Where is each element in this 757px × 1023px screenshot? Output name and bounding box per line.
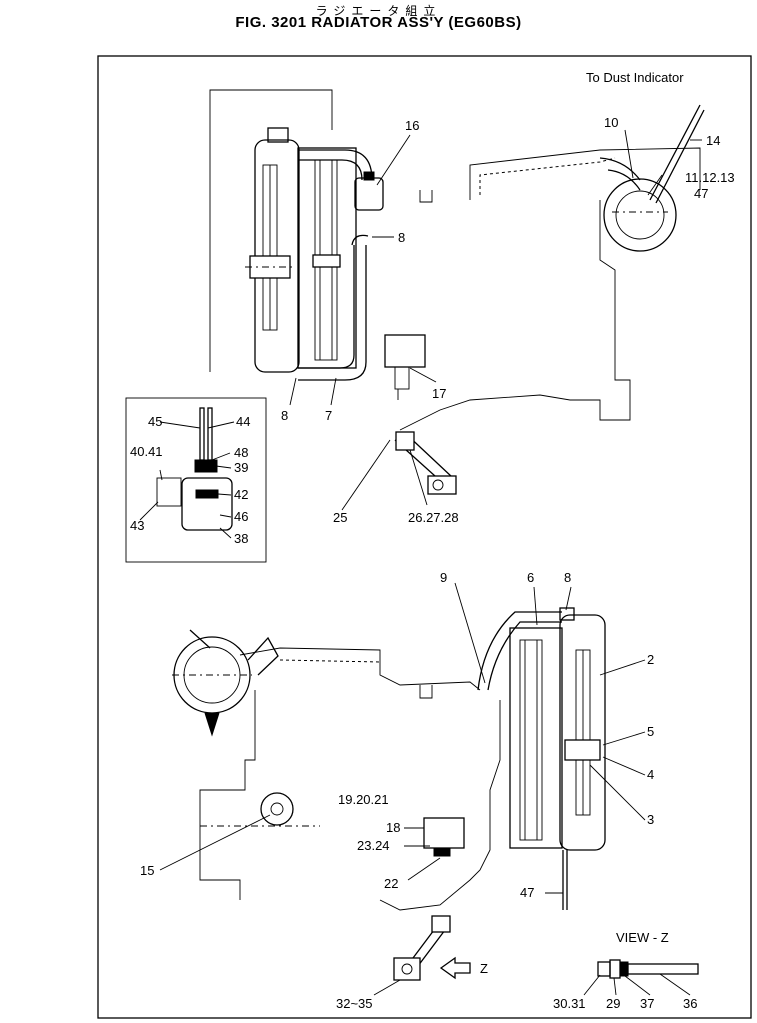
callout-11-12-13: 11.12.13 — [685, 170, 735, 185]
callout-39: 39 — [234, 460, 248, 475]
callout-30-31: 30.31 — [553, 996, 586, 1011]
callout-2: 2 — [647, 652, 654, 667]
callout-9: 9 — [440, 570, 447, 585]
filter-15 — [260, 792, 294, 826]
callout-40-41: 40.41 — [130, 444, 163, 459]
upper-hose — [298, 149, 373, 181]
callout-44: 44 — [236, 414, 250, 429]
callout-37: 37 — [640, 996, 654, 1011]
callout-10: 10 — [604, 115, 618, 130]
radiator-cap — [267, 127, 289, 143]
callout-23-24: 23.24 — [357, 838, 390, 853]
callouts: To Dust Indicator 16 8 8 7 17 25 26.27.2… — [130, 70, 735, 1011]
dust-indicator-tube-14 — [649, 104, 701, 201]
bracket-17 — [384, 334, 426, 368]
callout-36: 36 — [683, 996, 697, 1011]
callout-46: 46 — [234, 509, 248, 524]
callout-8-upper: 8 — [398, 230, 405, 245]
callout-8-lower: 8 — [281, 408, 288, 423]
callout-5: 5 — [647, 724, 654, 739]
callout-19-20-21: 19.20.21 — [338, 792, 389, 807]
callout-17: 17 — [432, 386, 446, 401]
inset-reservoir-detail — [125, 397, 267, 563]
inset-hose-45 — [207, 407, 213, 461]
callout-32-35: 32~35 — [336, 996, 373, 1011]
title-japanese: ラジエータ組立 — [315, 4, 442, 18]
lower-view — [172, 607, 699, 981]
callout-3: 3 — [647, 812, 654, 827]
callout-18: 18 — [386, 820, 400, 835]
callout-14: 14 — [706, 133, 720, 148]
upper-hose-6 — [487, 621, 562, 691]
callout-7: 7 — [325, 408, 332, 423]
radiator-tank-2 — [559, 614, 606, 851]
lower-hose-7 — [298, 245, 355, 369]
callout-29: 29 — [606, 996, 620, 1011]
callout-43: 43 — [130, 518, 144, 533]
callout-6: 6 — [527, 570, 534, 585]
callout-42: 42 — [234, 487, 248, 502]
inset-reservoir-38 — [181, 477, 233, 531]
view-z-hose-36 — [627, 963, 699, 975]
note-dust-indicator: To Dust Indicator — [586, 70, 684, 85]
inset-hose-44 — [199, 407, 205, 461]
callout-38: 38 — [234, 531, 248, 546]
callout-47-upper: 47 — [694, 186, 708, 201]
callout-48: 48 — [234, 445, 248, 460]
bracket-18 — [423, 817, 465, 849]
callout-8-bottom: 8 — [564, 570, 571, 585]
leader-lines — [139, 129, 702, 996]
view-z-arrow — [439, 956, 471, 980]
callout-25: 25 — [333, 510, 347, 525]
callout-4: 4 — [647, 767, 654, 782]
callout-22: 22 — [384, 876, 398, 891]
drain-plug-32 — [393, 957, 421, 981]
z-arrow-label: Z — [480, 961, 488, 976]
callout-15: 15 — [140, 863, 154, 878]
callout-26-27-28: 26.27.28 — [408, 510, 459, 525]
drawing-frame — [97, 55, 752, 1019]
callout-45: 45 — [148, 414, 162, 429]
figure-title: FIG. 3201 RADIATOR ASS'Y (EG60BS) — [235, 14, 522, 31]
callout-16: 16 — [405, 118, 419, 133]
callout-47-lower: 47 — [520, 885, 534, 900]
view-z-label: VIEW - Z — [616, 930, 669, 945]
upper-view — [209, 89, 705, 495]
